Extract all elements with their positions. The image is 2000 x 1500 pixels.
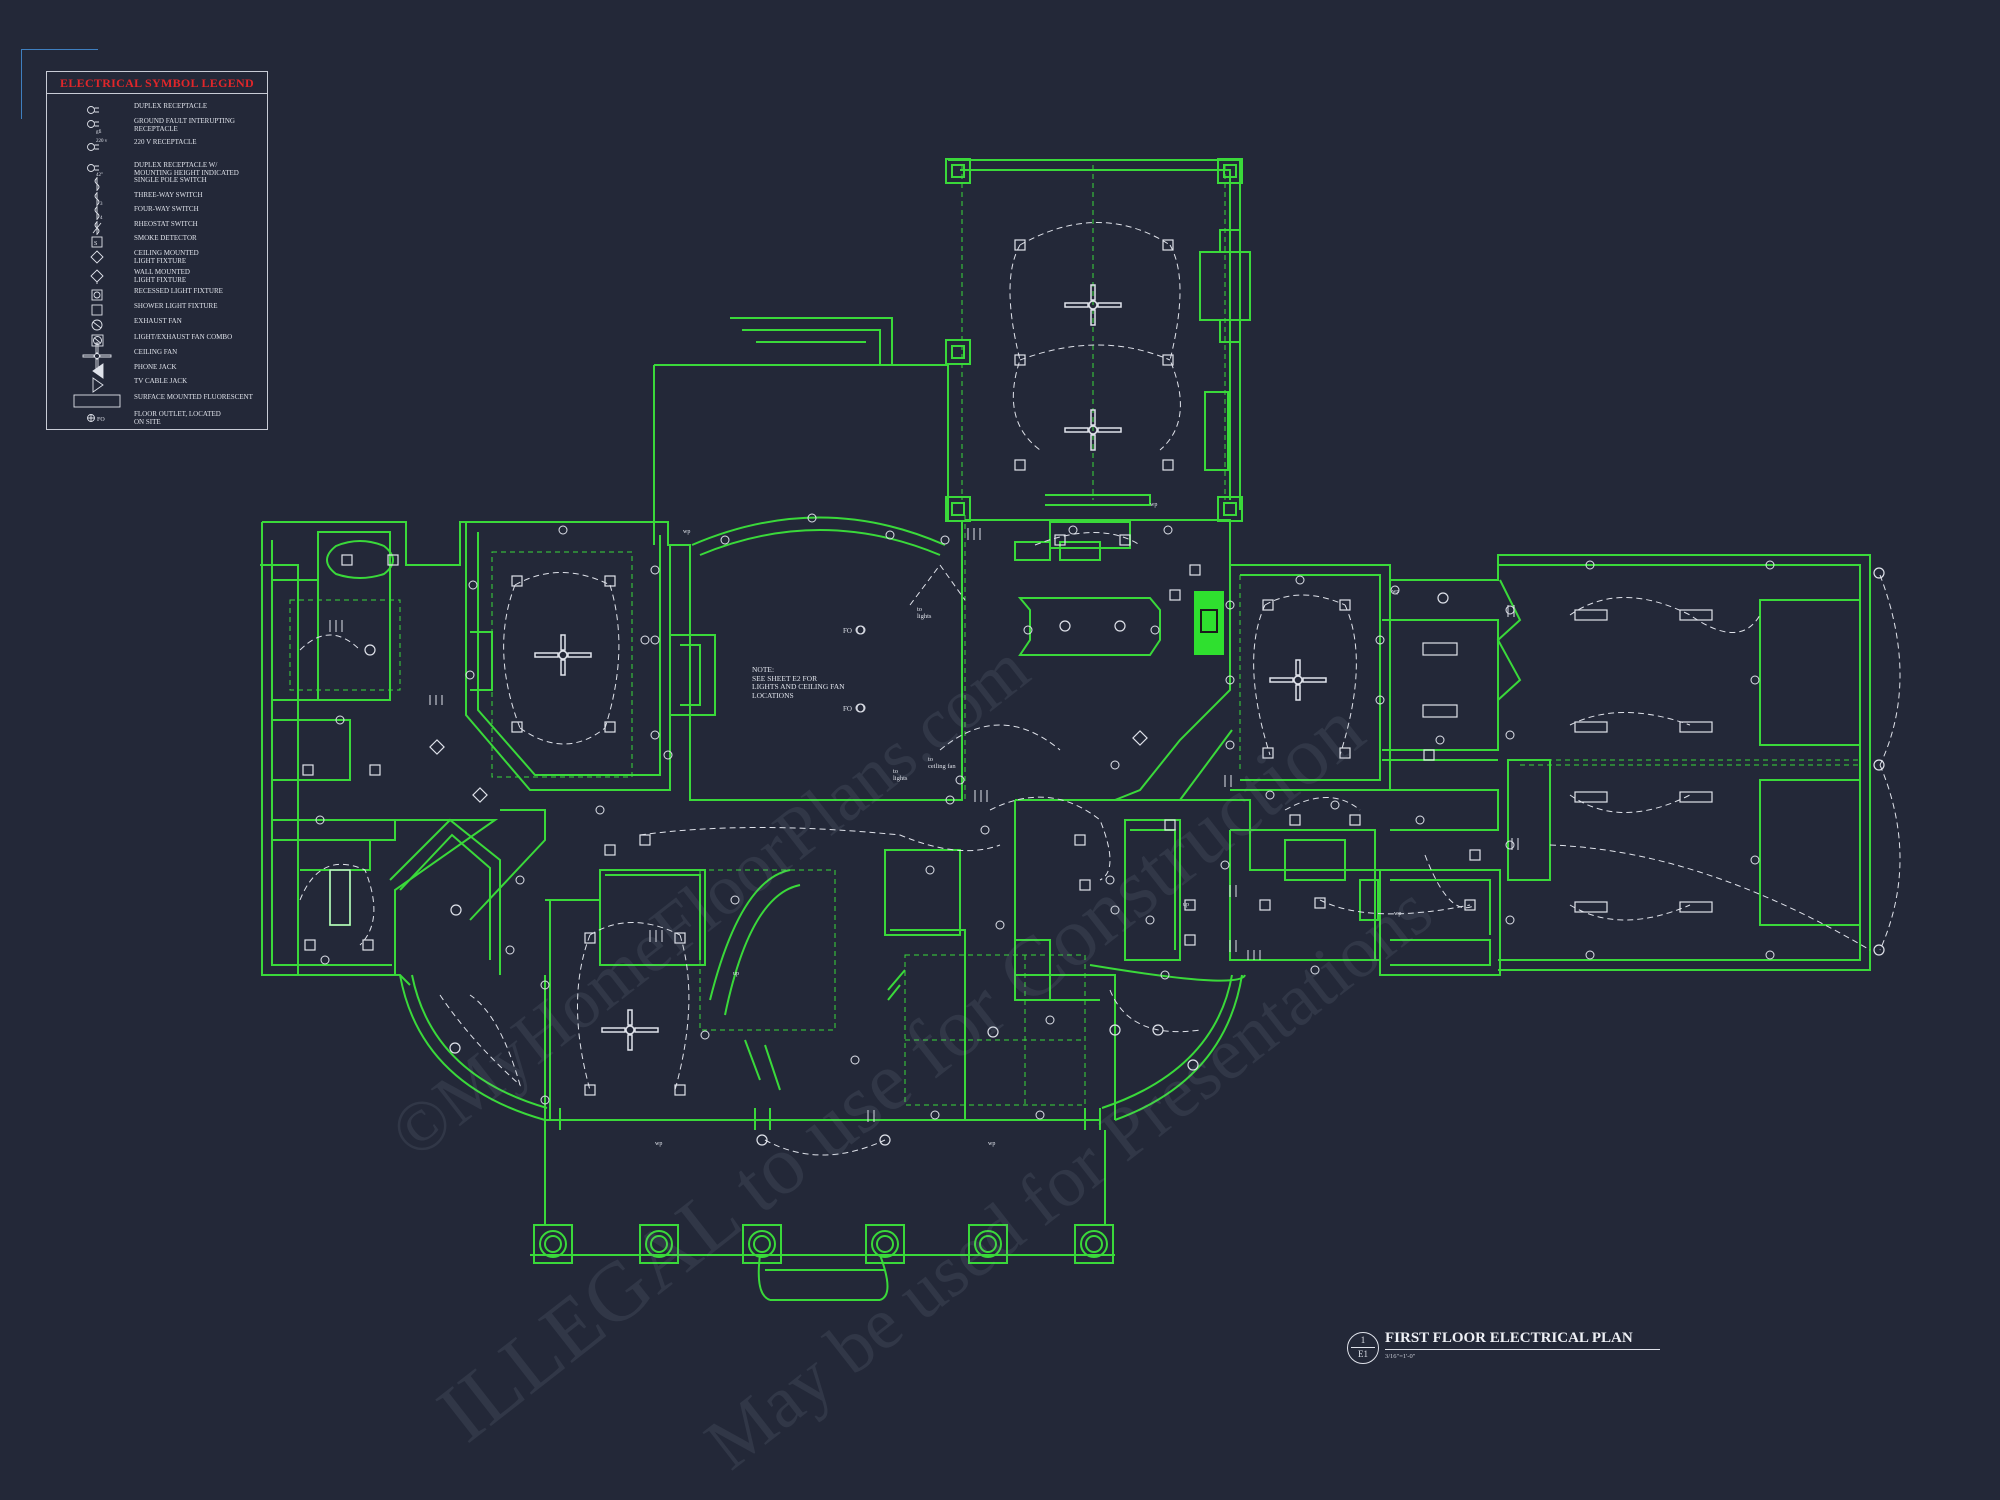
legend-item-label: FLOOR OUTLET, LOCATED ON SITE [134,410,221,426]
phone-jack-icon [92,363,104,379]
svg-text:S: S [94,241,97,247]
legend-item: 42" DUPLEX RECEPTACLE W/ MOUNTING HEIGHT … [47,161,267,178]
four-way-switch-icon: 4 [94,206,103,221]
mounted-receptacle-icon: 42" [87,164,103,178]
tv-jack-icon [92,377,104,393]
legend-title: ELECTRICAL SYMBOL LEGEND [60,76,254,90]
legend-item-label: GROUND FAULT INTERUPTING RECEPTACLE [134,117,235,133]
legend-item-label: CEILING FAN [134,348,178,356]
legend-item: WALL MOUNTED LIGHT FIXTURE [47,268,267,284]
legend-item: 3 THREE-WAY SWITCH [47,191,267,207]
legend-item-label: FOUR-WAY SWITCH [134,205,199,213]
wiring-runs [299,222,1901,1156]
svg-text:42": 42" [96,173,103,178]
ceiling-fan-icon [82,342,112,370]
legend-item: CEILING MOUNTED LIGHT FIXTURE [47,249,267,265]
light-fan-combo-icon [91,334,104,347]
legend-item: PHONE JACK [47,363,267,379]
legend-item-label: EXHAUST FAN [134,317,182,325]
legend-item: RHEOSTAT SWITCH [47,220,267,235]
220v-receptacle-icon: 220 v [87,139,108,151]
legend-item: 4 FOUR-WAY SWITCH [47,205,267,221]
legend-item: SHOWER LIGHT FIXTURE [47,302,267,317]
ceiling-outlines [289,165,1860,1106]
svg-text:gfi: gfi [96,130,102,135]
legend-title-divider [47,93,267,94]
smoke-detector-icon: S [91,236,103,248]
shower-light-icon [91,304,103,316]
portico-columns [533,1224,1114,1264]
svg-text:FO: FO [97,417,105,423]
legend-item-label: PHONE JACK [134,363,177,371]
sheet-border-mark [21,49,98,50]
wall-light-icon [90,269,104,284]
legend-item-label: SMOKE DETECTOR [134,234,197,242]
legend-item-label: DUPLEX RECEPTACLE W/ MOUNTING HEIGHT IND… [134,161,239,177]
ceiling-fans [534,284,1327,1051]
floor-outlet-icon: FO [87,414,105,423]
legend-item: gfi GROUND FAULT INTERUPTING RECEPTACLE [47,117,267,135]
walls [260,158,1871,1301]
svg-text:3: 3 [100,202,103,207]
legend-item-label: CEILING MOUNTED LIGHT FIXTURE [134,249,199,265]
legend-item-label: 220 V RECEPTACLE [134,138,197,146]
to-ceiling-fan-label: to ceiling fan [928,756,956,770]
legend-item: FO FLOOR OUTLET, LOCATED ON SITE [47,410,267,426]
recessed-light-icon [91,289,103,301]
drawing-title-block: 1 E1 FIRST FLOOR ELECTRICAL PLAN 3/16"=1… [1345,1330,1675,1370]
plan-note: NOTE: SEE SHEET E2 FOR LIGHTS AND CEILIN… [752,665,845,700]
svg-text:4: 4 [100,216,103,221]
legend-item: SURFACE MOUNTED FLUORESCENT [47,393,267,408]
to-lights-label: to lights [917,606,932,620]
legend-item: LIGHT/EXHAUST FAN COMBO [47,333,267,348]
legend-item: TV CABLE JACK [47,377,267,393]
drawing-number-bubble: 1 E1 [1347,1332,1379,1364]
legend-item-label: THREE-WAY SWITCH [134,191,203,199]
exhaust-fan-icon [91,319,103,331]
sheet-border-mark-vertical [21,49,22,119]
legend-item-label: RECESSED LIGHT FIXTURE [134,287,223,295]
gfi-receptacle-icon: gfi [87,120,102,135]
drawing-title-underline [1385,1349,1660,1350]
legend-item-label: WALL MOUNTED LIGHT FIXTURE [134,268,190,284]
legend-item: RECESSED LIGHT FIXTURE [47,287,267,302]
electrical-symbol-legend: ELECTRICAL SYMBOL LEGEND DUPLEX RECEPTAC… [46,71,268,430]
duplex-receptacle-icon [87,106,99,114]
svg-text:220 v: 220 v [96,139,108,144]
three-way-switch-icon: 3 [94,192,103,207]
legend-item: CEILING FAN [47,342,267,370]
legend-item-label: SHOWER LIGHT FIXTURE [134,302,218,310]
legend-item-label: LIGHT/EXHAUST FAN COMBO [134,333,233,341]
legend-item-label: SINGLE POLE SWITCH [134,176,207,184]
drawing-title: FIRST FLOOR ELECTRICAL PLAN [1385,1330,1633,1346]
legend-item: 220 v 220 V RECEPTACLE [47,138,267,153]
fixtures [302,239,1885,1146]
receptacles [315,513,1775,1120]
legend-item-label: TV CABLE JACK [134,377,188,385]
sheet-number: E1 [1358,1349,1368,1359]
to-lights-label-2: to lights [893,768,908,782]
legend-item-label: SURFACE MOUNTED FLUORESCENT [134,393,253,401]
drawing-scale: 3/16"=1'-0" [1385,1353,1416,1360]
legend-item-label: RHEOSTAT SWITCH [134,220,198,228]
switch-groups [329,528,1519,1122]
legend-item-label: DUPLEX RECEPTACLE [134,102,208,110]
fluorescent-icon [73,394,121,408]
rheostat-switch-icon [92,221,102,235]
legend-item: EXHAUST FAN [47,317,267,332]
single-pole-switch-icon [94,177,100,191]
legend-item: DUPLEX RECEPTACLE [47,102,267,117]
drawing-number: 1 [1360,1335,1366,1345]
legend-item: SINGLE POLE SWITCH [47,176,267,191]
ceiling-light-icon [90,250,104,264]
legend-item: S SMOKE DETECTOR [47,234,267,249]
